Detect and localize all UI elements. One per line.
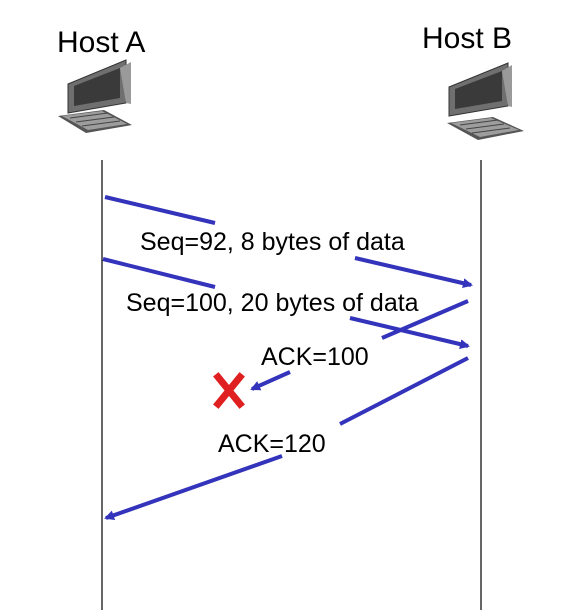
computer-icon-host-b [447, 62, 524, 140]
seg2-label: Seq=100, 20 bytes of data [126, 289, 419, 317]
ack1-arrow [250, 299, 469, 391]
ack1-label: ACK=100 [261, 343, 369, 371]
ack2-label: ACK=120 [218, 430, 326, 458]
ack2-arrow [104, 356, 469, 521]
x-mark-icon [213, 372, 245, 409]
seg2-arrow [102, 257, 470, 350]
seg1-label: Seq=92, 8 bytes of data [140, 228, 405, 256]
host-b-label: Host B [422, 22, 513, 55]
host-a-label: Host A [57, 26, 146, 59]
seg1-arrow [104, 195, 473, 289]
computer-icon-host-a [58, 59, 132, 133]
